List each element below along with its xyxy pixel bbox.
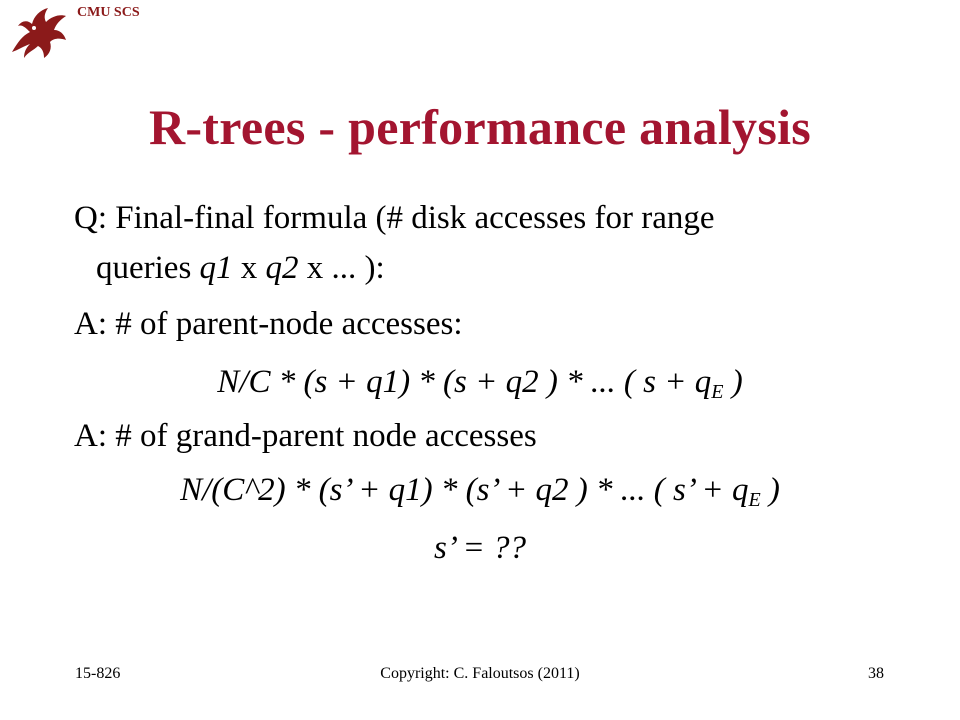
question-line-2: queries q1 x q2 x ... ): <box>96 250 385 286</box>
page-number: 38 <box>868 665 884 682</box>
copyright-notice: Copyright: C. Faloutsos (2011) <box>380 665 580 682</box>
s-prime-question: s’ = ?? <box>434 530 526 566</box>
answer-1-label: A: # of parent-node accesses: <box>74 306 463 342</box>
grandparent-formula: N/(C^2) * (s’ + q1) * (s’ + q2 ) * ... (… <box>180 472 780 511</box>
answer-2-label: A: # of grand-parent node accesses <box>74 418 537 454</box>
parent-formula: N/C * (s + q1) * (s + q2 ) * ... ( s + q… <box>217 364 743 403</box>
dragon-logo-icon <box>12 8 66 58</box>
school-label: CMU SCS <box>77 5 140 20</box>
question-line-1: Q: Final-final formula (# disk accesses … <box>74 200 715 236</box>
course-number: 15-826 <box>75 665 121 682</box>
slide-title: R-trees - performance analysis <box>148 99 812 155</box>
